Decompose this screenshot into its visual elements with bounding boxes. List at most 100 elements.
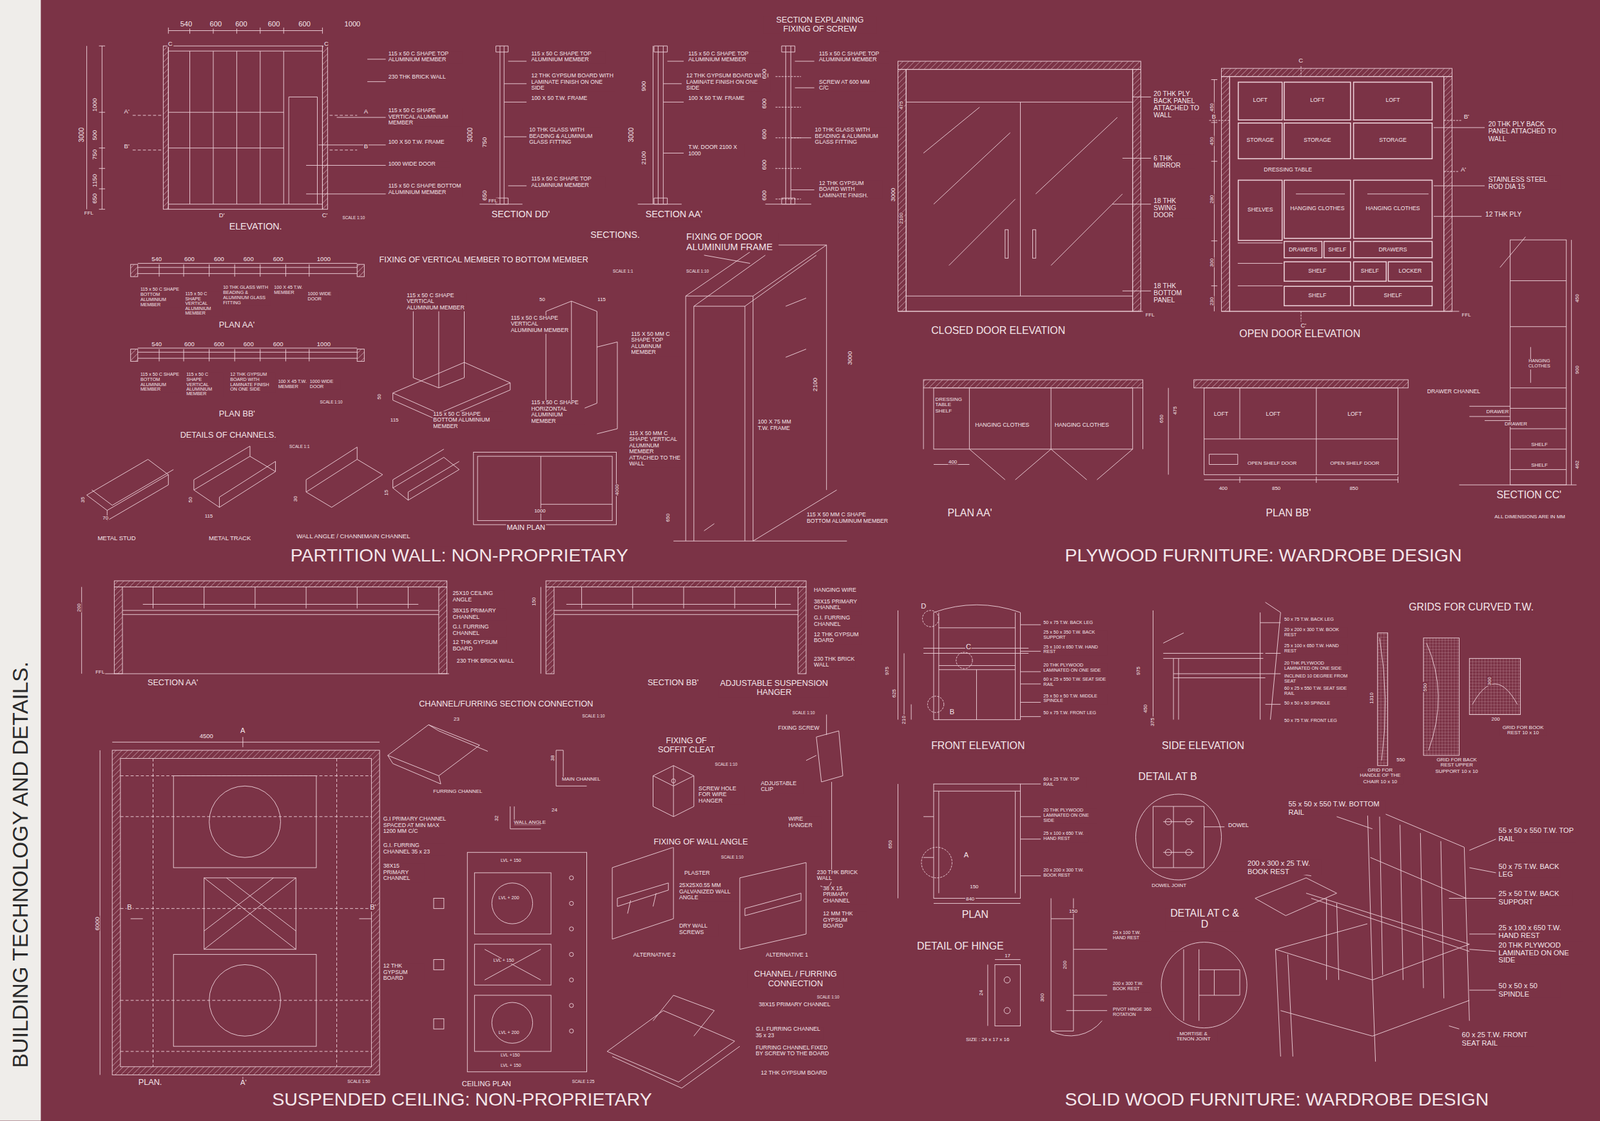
callout-label: MAIN CHANNEL [561,776,602,783]
compartment-label: HANGING CLOTHES [1289,206,1345,213]
wardrobe-compartment: SHELF [1283,285,1352,307]
callout-label: LVL + 150 [492,958,515,964]
compartment-label: HANGING CLOTHES [1365,206,1421,213]
dimension: 50 [376,393,383,401]
compartment-label: STORAGE [1378,137,1408,144]
dimension: 1000 [316,255,332,263]
dimension: 6000 [94,915,101,931]
compartment-label: LOFT [1385,97,1401,104]
callout-label: ALL DIMENSIONS ARE IN MM [1493,514,1566,521]
callout-label: MORTISE & TENON JOINT [1169,1030,1218,1042]
callout-label: 12 THK GYPSUM BOARD WITH LAMINATE FINISH… [229,372,276,393]
dimension: 210 [900,714,907,725]
dimension: 230 [1209,296,1216,307]
compartment-label: STORAGE [1302,137,1332,144]
scale-note: SCALE 1:25 [571,1079,596,1084]
dimension: 15 [383,489,390,497]
dimension: 3000 [466,126,474,144]
callout-label: 115 x 50 C SHAPE TOP ALUMINIUM MEMBER [530,50,606,64]
dimension: 600 [213,255,225,263]
callout-label: 10 THK GLASS WITH BEADING & ALUMINIUM GL… [222,285,271,306]
compartment-label: SHELF [1308,268,1328,275]
callout-label: 20 x 200 x 300 T.W. BOOK REST [1283,627,1349,638]
dimension: 600 [209,20,223,29]
dimension: 540 [179,20,193,29]
callout-label: WALL ANGLE [513,819,547,826]
wardrobe-compartment: SHELF [1283,260,1352,282]
wardrobe-compartment: STORAGE [1353,122,1434,160]
callout-label: 115 X 50 MM C SHAPE TOP ALUMINUM MEMBER [630,331,684,357]
dimension: 1150 [92,173,99,188]
callout-label: GRID FOR HANDLE OF THE CHAIR 10 x 10 [1357,767,1404,785]
wardrobe-compartment: STORAGE [1237,122,1283,160]
callout-label: LOFT [1213,411,1229,417]
dimension: 850 [1271,485,1282,492]
wardrobe-compartment: HANGING CLOTHES [1283,179,1352,240]
section-marker: B' [1463,113,1470,120]
callout-label: 100 X 45 T.W. MEMBER [273,285,305,296]
dimension: 150 [1068,907,1079,914]
callout-label: G.I. FURRING CHANNEL [452,624,507,637]
dimension: 200 [1061,959,1068,970]
callout-label: LVL + 200 [498,1030,521,1036]
compartment-label: STORAGE [1246,137,1275,144]
drawing-title: FIXING OF WALL ANGLE [652,837,749,847]
drawing-title: SOLID WOOD FURNITURE: WARDROBE DESIGN [1064,1089,1490,1110]
callout-label: SCREW AT 600 MM C/C [818,79,876,93]
wardrobe-compartment: HANGING CLOTHES [1353,179,1434,240]
dimension: 650 [887,838,894,849]
dimension: 3000 [846,350,854,366]
sheet-title: BUILDING TECHNOLOGY AND DETAILS. [8,661,33,1068]
dimension: 2100 [898,212,905,225]
dimension: 600 [761,159,768,171]
callout-label: METAL STUD [96,534,136,542]
drawing-title: SUSPENDED CEILING: NON-PROPRIETARY [271,1089,653,1110]
dimension: 1000 [316,340,332,348]
callout-label: 115 x 50 C SHAPE TOP ALUMINIUM MEMBER [530,176,606,189]
dimension: 200 [76,602,83,613]
compartment-label: SHELF [1327,246,1347,253]
dimension: 200 [1491,716,1501,723]
callout-label: 25 x 50 x 350 T.W. BACK SUPPORT [1042,630,1108,641]
callout-label: 55 x 50 x 550 T.W. BOTTOM RAIL [1287,800,1386,816]
callout-label: LVL + 150 [500,1063,522,1069]
drawing-title: SECTIONS. [589,230,641,241]
wardrobe-compartment: LOFT [1353,81,1434,121]
dimension: 900 [1574,364,1581,375]
section-marker: C [167,40,174,48]
callout-label: FURRING CHANNEL [432,788,483,795]
drawing-title: PLAN [961,909,990,921]
drawing-title: SECTION AA' [146,678,199,688]
dimension: 475 [898,100,905,111]
callout-label: 1000 WIDE DOOR [309,379,341,390]
dimension: 600 [234,20,248,29]
dimension: 850 [1348,485,1359,492]
section-marker: D' [218,212,226,219]
callout-label: FFL [83,210,95,216]
drawing-title: ELEVATION. [228,222,283,232]
callout-label: DRESSING TABLE SHELF [934,396,963,414]
dimension: 600 [761,68,768,80]
drawing-title: PARTITION WALL: NON-PROPRIETARY [289,545,629,566]
dimension: 32 [493,814,500,822]
callout-label: 20 x 200 x 300 T.W. BOOK REST [1042,868,1090,879]
callout-label: 115 x 50 C SHAPE VERTICAL ALUMINIUM MEMB… [184,291,223,317]
callout-label: 115 X 50 MM C SHAPE VERTICAL ALUMINUM ME… [628,430,683,467]
callout-label: 38X15 PRIMARY CHANNEL [813,599,862,612]
callout-label: 25X10 CEILING ANGLE [452,590,505,604]
compartment-label: SHELF [1308,293,1328,299]
drawing-title: OPEN DOOR ELEVATION [1238,328,1361,340]
callout-label: DRY WALL SCREWS [678,923,719,936]
callout-label: LOFT [1265,411,1282,417]
callout-label: ALTERNATIVE 2 [632,951,676,958]
callout-label: DOWEL JOINT [1150,882,1187,889]
callout-label: 20 THK PLY BACK PANEL ATTACHED TO WALL [1152,89,1204,118]
drawing-title: FIXING OF DOOR ALUMINIUM FRAME [685,232,779,253]
callout-label: OPEN SHELF DOOR [1329,460,1380,466]
section-marker: A [963,851,970,859]
drawing-title: SECTION AA' [645,210,704,220]
callout-label: 200 x 300 x 25 T.W. BOOK REST [1246,858,1322,875]
callout-label: 25 x 100 x 650 T.W. HAND REST [1283,643,1349,654]
callout-label: 115 x 50 C SHAPE BOTTOM ALUMINIUM MEMBER [139,372,184,393]
callout-label: GRID FOR BOOK REST 10 x 10 [1500,724,1547,736]
